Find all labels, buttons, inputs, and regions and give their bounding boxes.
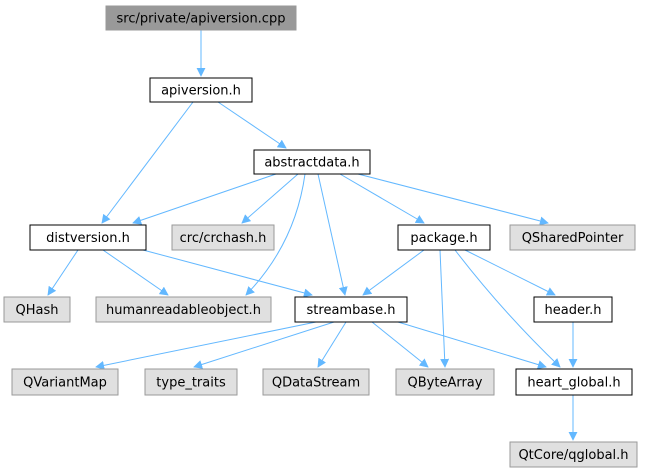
node-label: QVariantMap [23, 376, 107, 391]
node-apiversion-cpp[interactable]: src/private/apiversion.cpp [105, 5, 297, 31]
edge-streambase_h-to-qdatastream [317, 321, 347, 368]
node-box [29, 224, 147, 251]
node-qvariantmap: QVariantMap [11, 368, 119, 396]
edge-abstractdata_h-to-streambase_h [317, 173, 348, 296]
node-box [533, 296, 613, 323]
node-label: QSharedPointer [522, 231, 624, 246]
edge-package_h-to-qbytearray [439, 249, 450, 368]
node-label: crc/crchash.h [180, 231, 267, 246]
edge-package_h-to-streambase_h [362, 249, 425, 296]
node-label: type_traits [156, 376, 226, 391]
node-box [395, 368, 495, 396]
node-header-h[interactable]: header.h [533, 296, 613, 323]
node-label: humanreadableobject.h [106, 303, 261, 318]
node-label: streambase.h [307, 303, 396, 318]
edge-apiversion_h-to-distversion_h [101, 101, 194, 224]
node-heart-global-h[interactable]: heart_global.h [515, 368, 633, 396]
node-qglobal-h: QtCore/qglobal.h [509, 441, 638, 468]
node-box [11, 368, 119, 396]
node-apiversion-h[interactable]: apiversion.h [149, 77, 253, 103]
edge-abstractdata_h-to-qsharedpointer [357, 173, 549, 226]
edge-distversion_h-to-streambase_h [142, 249, 313, 298]
edge-abstractdata_h-to-crcrchash_h [241, 173, 299, 224]
edges-layer [47, 30, 578, 441]
edge-streambase_h-to-type_traits [193, 321, 335, 369]
node-qdatastream: QDataStream [262, 368, 370, 396]
node-box [149, 77, 253, 103]
node-label: QtCore/qglobal.h [518, 448, 628, 463]
edge-streambase_h-to-qvariantmap [95, 321, 317, 370]
node-label: QDataStream [272, 376, 360, 391]
node-qhash: QHash [3, 296, 71, 323]
node-label: QHash [16, 303, 59, 318]
edge-streambase_h-to-heart_global_h [397, 321, 547, 369]
node-box [397, 224, 491, 251]
edge-package_h-to-heart_global_h [454, 249, 561, 368]
edge-streambase_h-to-qbytearray [371, 321, 429, 368]
node-box [509, 224, 636, 251]
node-label: QByteArray [408, 376, 483, 391]
nodes-layer: src/private/apiversion.cpp apiversion.h ab… [3, 5, 638, 468]
edge-abstractdata_h-to-humanreadable_h [245, 173, 306, 296]
node-qsharedpointer: QSharedPointer [509, 224, 636, 251]
node-box [262, 368, 370, 396]
edge-apiversion_h-to-abstractdata_h [217, 101, 287, 149]
node-box [3, 296, 71, 323]
node-box [144, 368, 238, 396]
edge-package_h-to-header_h [464, 249, 556, 296]
node-label: heart_global.h [527, 376, 620, 391]
node-humanreadable-h: humanreadableobject.h [95, 296, 272, 323]
node-label: package.h [410, 231, 477, 246]
edge-abstractdata_h-to-package_h [339, 173, 425, 224]
node-label: distversion.h [46, 231, 130, 246]
node-box [95, 296, 272, 323]
node-box [171, 224, 275, 251]
edge-distversion_h-to-humanreadable_h [102, 249, 169, 296]
node-crcrchash-h: crc/crchash.h [171, 224, 275, 251]
node-qbytearray: QByteArray [395, 368, 495, 396]
node-box [515, 368, 633, 396]
edge-distversion_h-to-qhash [47, 249, 79, 296]
node-box [253, 149, 371, 175]
node-label: apiversion.h [161, 84, 241, 99]
edge-abstractdata_h-to-distversion_h [132, 173, 277, 225]
node-label: src/private/apiversion.cpp [117, 12, 286, 27]
node-label: header.h [545, 303, 602, 318]
node-box [294, 296, 408, 323]
node-box [105, 5, 297, 31]
node-package-h[interactable]: package.h [397, 224, 491, 251]
node-box [509, 441, 638, 468]
node-label: abstractdata.h [264, 156, 359, 171]
node-streambase-h[interactable]: streambase.h [294, 296, 408, 323]
node-abstractdata-h[interactable]: abstractdata.h [253, 149, 371, 175]
node-type-traits: type_traits [144, 368, 238, 396]
node-distversion-h[interactable]: distversion.h [29, 224, 147, 251]
